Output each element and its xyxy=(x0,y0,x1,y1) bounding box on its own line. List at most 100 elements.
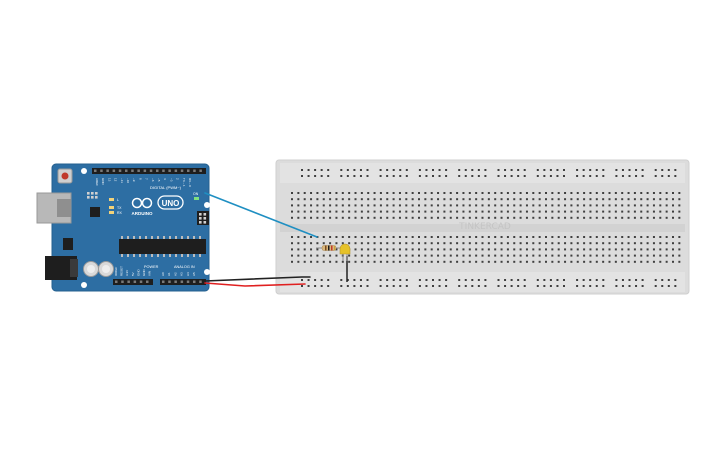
terminal-hole[interactable] xyxy=(367,210,370,213)
terminal-hole[interactable] xyxy=(500,236,503,238)
terminal-hole[interactable] xyxy=(475,260,478,263)
terminal-hole[interactable] xyxy=(665,204,668,207)
header-pin[interactable] xyxy=(180,280,184,284)
terminal-hole[interactable] xyxy=(646,204,649,207)
terminal-hole[interactable] xyxy=(621,236,624,238)
terminal-hole[interactable] xyxy=(627,242,630,245)
terminal-hole[interactable] xyxy=(468,242,471,245)
terminal-hole[interactable] xyxy=(468,192,471,194)
rail-hole[interactable] xyxy=(346,169,349,171)
terminal-hole[interactable] xyxy=(437,254,440,257)
terminal-hole[interactable] xyxy=(303,216,306,219)
terminal-hole[interactable] xyxy=(614,242,617,245)
terminal-hole[interactable] xyxy=(405,204,408,207)
terminal-hole[interactable] xyxy=(360,216,363,219)
rail-hole[interactable] xyxy=(549,285,552,287)
terminal-hole[interactable] xyxy=(449,198,452,201)
terminal-hole[interactable] xyxy=(291,248,293,251)
rail-hole[interactable] xyxy=(340,279,343,281)
rail-hole[interactable] xyxy=(366,169,369,171)
icsp-pin[interactable] xyxy=(91,196,94,199)
terminal-hole[interactable] xyxy=(545,242,547,245)
terminal-hole[interactable] xyxy=(475,236,478,238)
rail-hole[interactable] xyxy=(464,175,467,177)
rail-hole[interactable] xyxy=(484,285,487,287)
rail-hole[interactable] xyxy=(504,169,507,171)
header-pin[interactable] xyxy=(162,280,165,284)
rail-hole[interactable] xyxy=(563,285,565,287)
rail-hole[interactable] xyxy=(320,169,323,171)
terminal-hole[interactable] xyxy=(322,216,325,219)
terminal-hole[interactable] xyxy=(627,210,630,213)
rail-hole[interactable] xyxy=(556,169,559,171)
terminal-hole[interactable] xyxy=(576,242,579,245)
rail-hole[interactable] xyxy=(576,169,579,171)
terminal-hole[interactable] xyxy=(310,204,313,207)
terminal-hole[interactable] xyxy=(576,260,579,263)
rail-hole[interactable] xyxy=(445,169,448,171)
terminal-hole[interactable] xyxy=(360,242,363,245)
terminal-hole[interactable] xyxy=(392,204,395,207)
terminal-hole[interactable] xyxy=(500,204,503,207)
rail-hole[interactable] xyxy=(602,285,605,287)
terminal-hole[interactable] xyxy=(322,204,325,207)
terminal-hole[interactable] xyxy=(640,210,643,213)
terminal-hole[interactable] xyxy=(614,248,617,251)
terminal-hole[interactable] xyxy=(614,192,617,194)
terminal-hole[interactable] xyxy=(398,192,401,194)
terminal-hole[interactable] xyxy=(310,248,313,251)
header-pin[interactable] xyxy=(127,280,130,284)
terminal-hole[interactable] xyxy=(437,242,440,245)
rail-hole[interactable] xyxy=(301,169,303,171)
rail-hole[interactable] xyxy=(536,279,539,281)
rail-hole[interactable] xyxy=(379,285,382,287)
terminal-hole[interactable] xyxy=(646,248,649,251)
terminal-hole[interactable] xyxy=(532,236,535,238)
terminal-hole[interactable] xyxy=(633,242,636,245)
rail-hole[interactable] xyxy=(504,279,507,281)
terminal-hole[interactable] xyxy=(316,216,319,219)
header-pin[interactable] xyxy=(180,169,184,173)
terminal-hole[interactable] xyxy=(360,236,363,238)
terminal-hole[interactable] xyxy=(589,204,592,207)
terminal-hole[interactable] xyxy=(564,198,567,201)
rail-hole[interactable] xyxy=(510,285,513,287)
terminal-hole[interactable] xyxy=(405,260,408,263)
terminal-hole[interactable] xyxy=(538,192,541,194)
terminal-hole[interactable] xyxy=(475,204,478,207)
terminal-hole[interactable] xyxy=(456,260,459,263)
terminal-hole[interactable] xyxy=(354,198,357,201)
terminal-hole[interactable] xyxy=(545,236,547,238)
power-wire[interactable] xyxy=(204,282,306,287)
terminal-hole[interactable] xyxy=(494,216,497,219)
terminal-hole[interactable] xyxy=(392,198,395,201)
terminal-hole[interactable] xyxy=(462,260,465,263)
terminal-hole[interactable] xyxy=(430,198,433,201)
rail-hole[interactable] xyxy=(615,175,618,177)
rail-hole[interactable] xyxy=(445,175,448,177)
terminal-hole[interactable] xyxy=(678,254,681,257)
rail-hole[interactable] xyxy=(615,279,618,281)
terminal-hole[interactable] xyxy=(443,260,446,263)
terminal-hole[interactable] xyxy=(418,216,420,219)
terminal-hole[interactable] xyxy=(652,254,655,257)
terminal-hole[interactable] xyxy=(291,236,293,238)
terminal-hole[interactable] xyxy=(538,236,541,238)
terminal-hole[interactable] xyxy=(303,242,306,245)
breadboard-holes[interactable] xyxy=(291,169,681,287)
terminal-hole[interactable] xyxy=(538,254,541,257)
terminal-hole[interactable] xyxy=(316,192,319,194)
terminal-hole[interactable] xyxy=(627,260,630,263)
terminal-hole[interactable] xyxy=(506,236,509,238)
terminal-hole[interactable] xyxy=(443,192,446,194)
terminal-hole[interactable] xyxy=(303,248,306,251)
terminal-hole[interactable] xyxy=(672,242,674,245)
rail-hole[interactable] xyxy=(595,175,598,177)
terminal-hole[interactable] xyxy=(659,248,662,251)
terminal-hole[interactable] xyxy=(672,198,674,201)
rail-hole[interactable] xyxy=(320,279,323,281)
terminal-hole[interactable] xyxy=(672,248,674,251)
terminal-hole[interactable] xyxy=(481,198,484,201)
terminal-hole[interactable] xyxy=(545,216,547,219)
header-pin[interactable] xyxy=(168,280,171,284)
